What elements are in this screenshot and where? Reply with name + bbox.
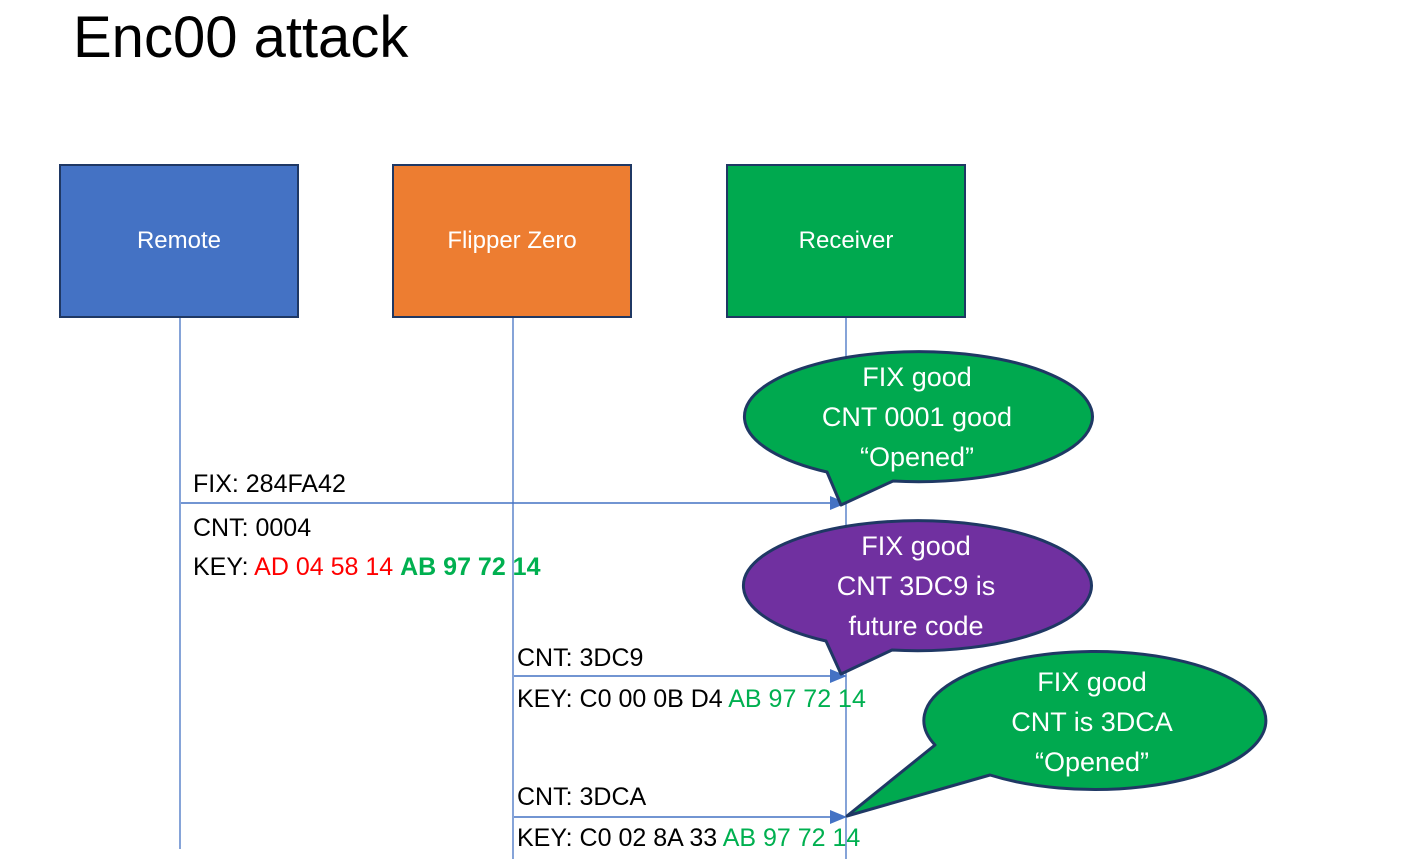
message-1-fix-label: FIX: 284FA42 bbox=[193, 470, 346, 498]
message-1-key-green-bytes: AB 97 72 14 bbox=[400, 553, 541, 581]
callout-3-line-1: FIX good bbox=[1037, 667, 1147, 697]
message-arrow-3-head bbox=[830, 810, 847, 824]
callout-2-text: FIX good CNT 3DC9 is future code bbox=[741, 526, 1091, 646]
actor-box-flipper-zero: Flipper Zero bbox=[392, 164, 632, 318]
message-1-cnt-label: CNT: 0004 bbox=[193, 514, 312, 542]
callout-1-line-3: “Opened” bbox=[859, 442, 975, 472]
message-1-key-label: KEY: AD 04 58 14 AB 97 72 14 bbox=[193, 552, 540, 582]
callout-2-line-1: FIX good bbox=[861, 531, 971, 561]
callout-2-line-2: CNT 3DC9 is bbox=[836, 571, 996, 601]
callout-3-line-3: “Opened” bbox=[1034, 747, 1150, 777]
actor-box-remote: Remote bbox=[59, 164, 299, 318]
callout-3-text: FIX good CNT is 3DCA “Opened” bbox=[917, 662, 1267, 782]
callout-bubble-3 bbox=[845, 650, 1268, 818]
callout-1-line-1: FIX good bbox=[862, 362, 972, 392]
message-3-key-green-bytes: AB 97 72 14 bbox=[722, 824, 861, 852]
message-2-key-prefix: KEY: C0 00 0B D4 bbox=[517, 685, 729, 713]
actor-label-remote: Remote bbox=[136, 227, 222, 254]
message-2-cnt-label: CNT: 3DC9 bbox=[517, 644, 644, 672]
message-arrow-2-head bbox=[830, 669, 847, 683]
message-2-key-green-bytes: AB 97 72 14 bbox=[728, 685, 866, 713]
callout-3-line-2: CNT is 3DCA bbox=[1011, 707, 1173, 737]
message-3-key-prefix: KEY: C0 02 8A 33 bbox=[517, 824, 723, 852]
page-title: Enc00 attack bbox=[73, 5, 409, 70]
message-1-key-red-bytes: AD 04 58 14 bbox=[254, 553, 401, 581]
message-3-cnt-label: CNT: 3DCA bbox=[517, 783, 647, 811]
actor-label-flipper-zero: Flipper Zero bbox=[447, 227, 577, 254]
callout-bubble-2 bbox=[741, 519, 1093, 676]
message-2-key-label: KEY: C0 00 0B D4 AB 97 72 14 bbox=[517, 684, 866, 714]
callout-2-line-3: future code bbox=[848, 611, 984, 641]
callout-bubble-1 bbox=[742, 350, 1094, 507]
callout-1-line-2: CNT 0001 good bbox=[821, 402, 1013, 432]
message-1-key-prefix: KEY: bbox=[193, 553, 255, 581]
message-arrow-1-head bbox=[830, 496, 847, 510]
callout-1-text: FIX good CNT 0001 good “Opened” bbox=[742, 357, 1092, 477]
message-3-key-label: KEY: C0 02 8A 33 AB 97 72 14 bbox=[517, 823, 860, 853]
actor-label-receiver: Receiver bbox=[798, 227, 894, 254]
actor-box-receiver: Receiver bbox=[726, 164, 966, 318]
